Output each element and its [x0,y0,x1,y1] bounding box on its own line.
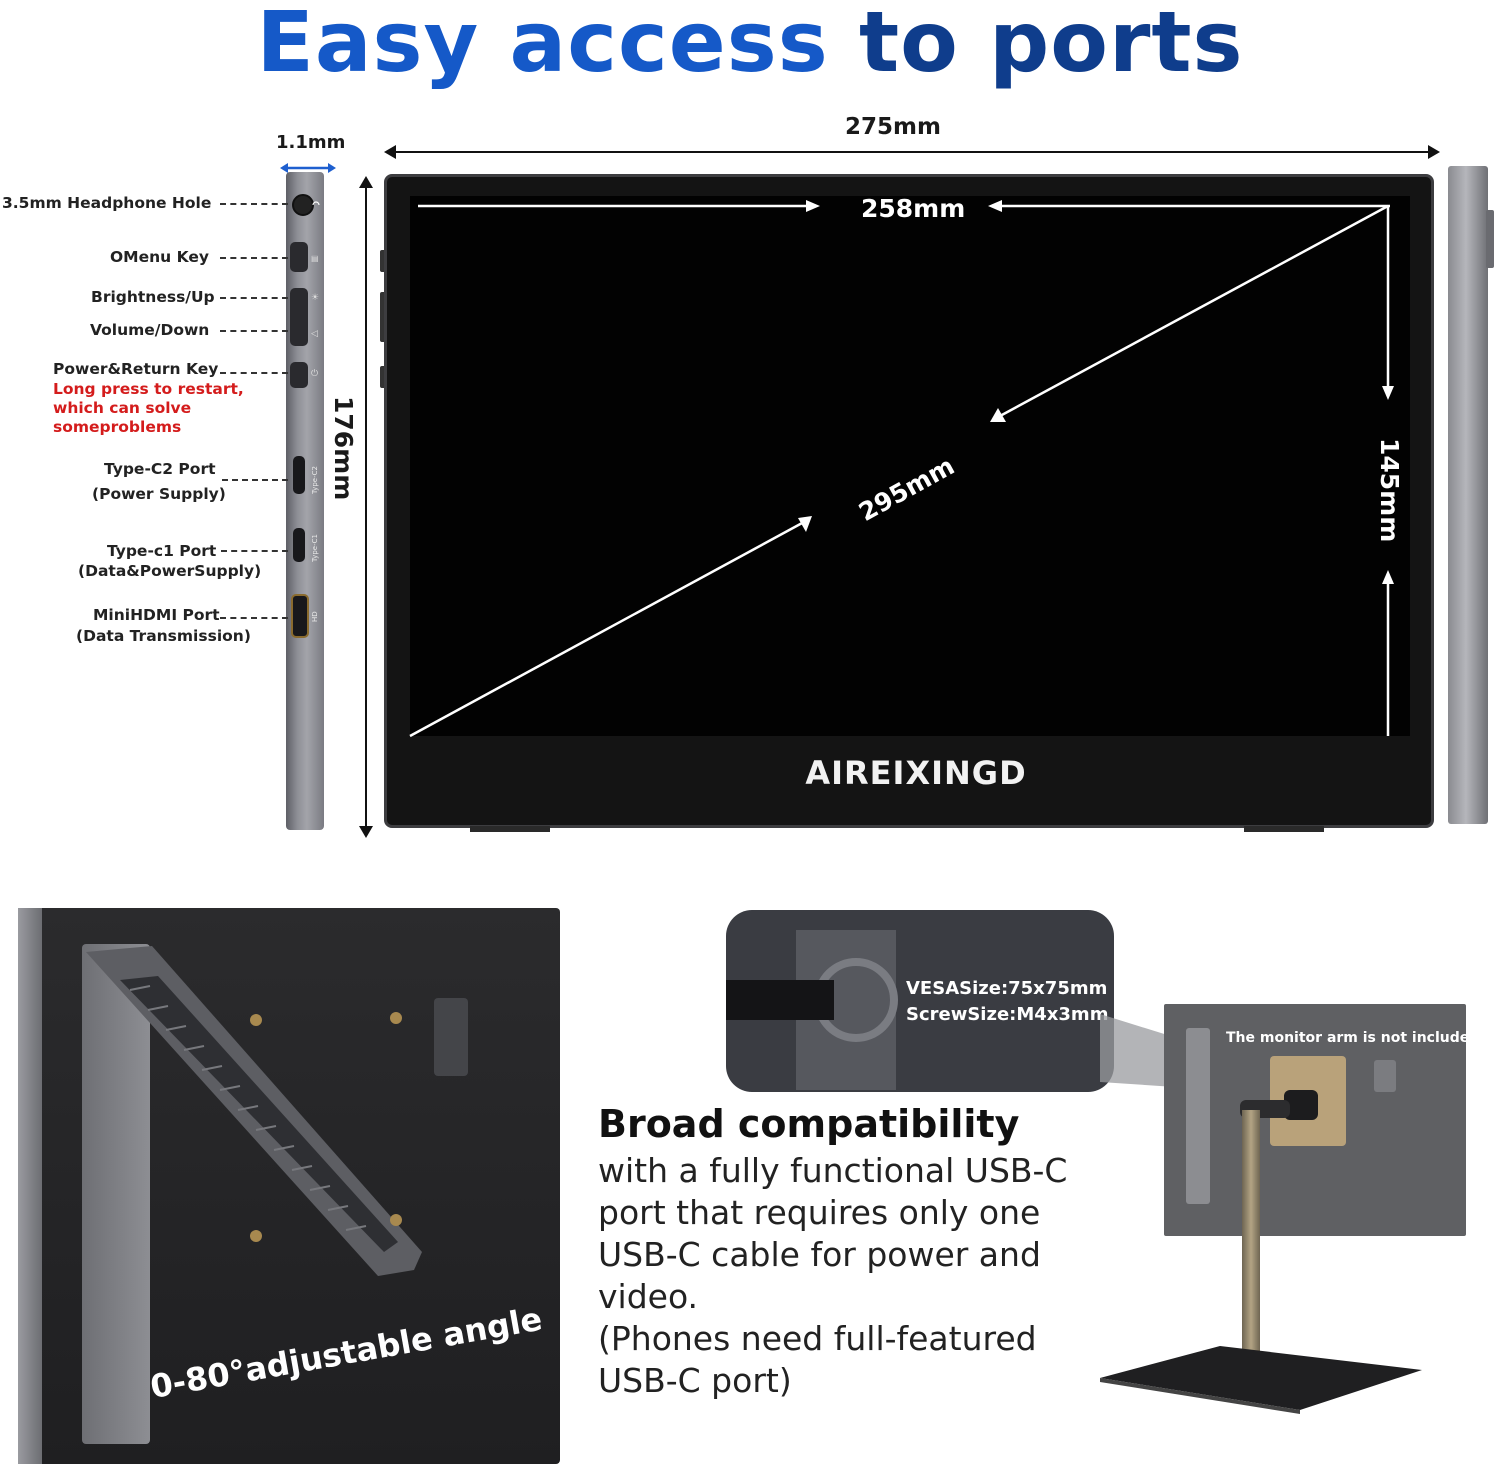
type-c2-sub-label: (Power Supply) [92,485,226,503]
mount-arm [726,980,834,1020]
type-c2-port [293,456,305,494]
type-c1-engraving: Type-C1 [311,534,319,562]
leader-line [220,330,288,332]
kickstand-recess [82,944,150,1444]
side-button [380,250,386,272]
type-c1-port [293,528,305,562]
compatibility-line-3: USB-C cable for power and [598,1235,1041,1274]
power-icon: ⏻ [311,368,319,378]
menu-icon: ▤ [311,254,319,263]
kickstand [86,946,468,1276]
compatibility-line-6: USB-C port) [598,1361,792,1400]
power-return-label: Power&Return Key [53,360,219,378]
menu-key-label: OMenu Key [110,248,209,266]
page-headline: Easy access to ports [0,0,1500,92]
brightness-up-label: Brightness/Up [91,288,215,306]
side-button [380,292,386,342]
back-frame [18,908,42,1464]
overall-width-label: 275mm [845,114,941,140]
brand-logo: AIREIXINGD [805,754,1027,792]
volume-down-label: Volume/Down [90,321,210,339]
minihdmi-sub-label: (Data Transmission) [76,627,251,645]
type-c1-label: Type-c1 Port [107,542,217,560]
arm-pole [1242,1110,1260,1360]
headphone-icon [312,196,320,208]
mounted-kickstand [1186,1028,1210,1204]
vesa-size-label: VESASize:75x75mm [906,978,1108,999]
monitor-edge-view [1448,166,1488,824]
screen-width-label: 258mm [861,194,966,223]
headphone-hole-label: 3.5mm Headphone Hole [2,194,212,212]
brightness-volume-rocker [290,288,308,346]
thickness-arrow-icon [280,163,336,173]
edge-button [1486,210,1494,268]
compatibility-line-4: video. [598,1277,699,1316]
leader-line [222,479,288,481]
leader-line [220,617,288,619]
minihdmi-label: MiniHDMI Port [93,606,220,624]
headphone-jack [292,194,314,216]
type-c2-label: Type-C2 Port [104,460,216,478]
height-dimension-label: 176mm [329,396,358,501]
menu-key [290,242,308,272]
screw-size-label: ScrewSize:M4x3mm [906,1004,1109,1025]
thickness-label: 1.1mm [276,132,346,153]
volume-icon: ◁ [311,328,318,338]
side-button [380,366,386,388]
hdmi-engraving: HD [311,611,319,622]
leader-line [220,297,288,299]
power-key [290,362,308,388]
restart-note-line-2: which can solve [53,399,192,417]
arm-not-included-note: The monitor arm is not included [1226,1030,1480,1046]
arm-base [1100,1346,1422,1414]
overall-width-arrow-icon [384,145,1440,159]
headline-part-2: to ports [828,0,1244,91]
type-c1-sub-label: (Data&PowerSupply) [78,562,262,580]
monitor-side-panel [286,172,324,830]
mounted-vent [1374,1060,1396,1092]
leader-line [220,203,288,205]
screen-height-label: 145mm [1375,438,1404,543]
leader-line [221,550,288,552]
screen-dimension-arrows-icon [409,200,1394,738]
compatibility-line-1: with a fully functional USB-C [598,1151,1068,1190]
leader-line [220,372,288,374]
type-c2-engraving: Type-C2 [311,466,319,494]
leader-line [220,257,288,259]
brightness-icon: ☀ [311,292,320,302]
restart-note-line-1: Long press to restart, [53,380,244,398]
vesa-detail-card [726,910,1114,1092]
restart-note-line-3: someproblems [53,418,182,436]
height-arrow-icon [359,176,373,838]
compatibility-line-5: (Phones need full-featured [598,1319,1037,1358]
compatibility-line-2: port that requires only one [598,1193,1041,1232]
monitor-foot [1244,826,1324,832]
monitor-foot [470,826,550,832]
compatibility-title: Broad compatibility [598,1102,1020,1146]
headline-part-1: Easy access [256,0,829,91]
mini-hdmi-port [291,594,309,638]
